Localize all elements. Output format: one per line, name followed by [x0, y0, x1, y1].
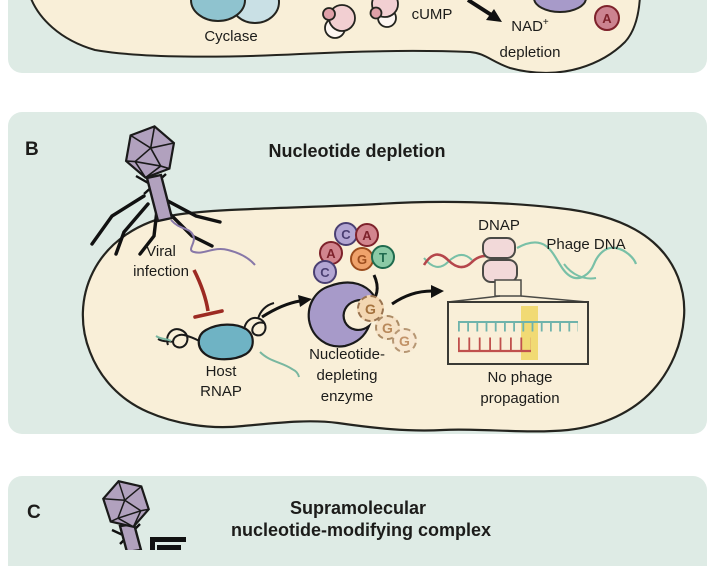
dna-curl-right — [243, 302, 275, 339]
inhibition-tbar — [192, 269, 224, 319]
nucleotide-circle-c2: C — [313, 260, 337, 284]
dnap-label: DNAP — [478, 217, 520, 234]
nad-text: NAD — [511, 18, 543, 35]
panel-c-illustration — [102, 479, 186, 550]
host-rnap-group — [155, 302, 300, 378]
panel-b-title: Nucleotide depletion — [268, 141, 446, 161]
nad-label: NAD+ — [511, 13, 549, 36]
depleting-enzyme-blob — [307, 281, 378, 348]
g-product-3: G — [392, 328, 417, 353]
panel-a-band: Cyclase cUMP NAD+ depletion A — [8, 0, 707, 73]
nucleotide-circle-g: G — [350, 247, 374, 271]
panel-c-letter: C — [27, 502, 41, 523]
phage-icon — [90, 125, 222, 256]
dnap-clamp — [482, 237, 522, 297]
phage-head — [124, 125, 176, 179]
stall-highlight — [521, 306, 538, 360]
nucleotide-circle-t: T — [371, 245, 395, 269]
adenine-badge: A — [594, 5, 620, 31]
dna-curl-left — [157, 328, 207, 349]
panel-c-title-line2: nucleotide-modifying complex — [230, 520, 492, 540]
arrow-rnap-to-enzyme — [261, 295, 312, 319]
cump-label: cUMP — [411, 6, 453, 23]
panel-c-title-line1: Supramolecular — [289, 498, 427, 518]
cump-molecule — [322, 0, 399, 39]
phage-dna-label: Phage DNA — [546, 236, 626, 253]
viral-infection-label-line1: Viral — [146, 243, 176, 260]
phage-dna-teal-strand — [516, 241, 638, 280]
no-phage-label-line1: No phage — [487, 369, 553, 386]
dna-tail-teal-left — [155, 335, 172, 342]
panel-b-letter: B — [25, 139, 39, 160]
purple-enzyme-partial — [533, 0, 587, 13]
cyclase-label: Cyclase — [204, 28, 258, 45]
enzyme-label-line3: enzyme — [320, 388, 374, 405]
phage-c-head — [102, 479, 150, 529]
arrow-to-nad-depletion — [466, 0, 502, 22]
panel-a-illustration — [30, 0, 641, 73]
no-phage-label-line2: propagation — [480, 390, 560, 407]
g-product-1: G — [357, 295, 384, 322]
nad-plus-sup: + — [542, 17, 549, 28]
zoom-box — [447, 295, 589, 365]
viral-infection-label-line2: infection — [133, 263, 189, 280]
panel-c-band: C Supramolecular nucleotide-modifying co… — [8, 476, 707, 566]
partial-inhibitor-glyph — [150, 537, 186, 550]
arrow-enzyme-to-box — [391, 285, 444, 306]
nucleotide-circle-a1: A — [355, 223, 379, 247]
enzyme-label-line2: depleting — [316, 367, 378, 384]
phage-icon-c — [102, 479, 150, 550]
depletion-label: depletion — [499, 44, 561, 61]
cyclase-enzyme — [190, 0, 246, 22]
phage-c-tail — [118, 522, 143, 550]
phage-tail — [145, 173, 174, 223]
rnap-blob — [197, 323, 254, 361]
viral-dna-squiggle — [170, 219, 256, 266]
phage-legs — [90, 194, 222, 256]
dna-tail-teal-right — [259, 351, 300, 378]
host-rnap-label-line2: RNAP — [200, 383, 242, 400]
host-rnap-label-line1: Host — [205, 363, 237, 380]
panel-b-band: B Nucleotide depletion Viral infection H… — [8, 112, 707, 434]
enzyme-label-line1: Nucleotide- — [309, 346, 385, 363]
